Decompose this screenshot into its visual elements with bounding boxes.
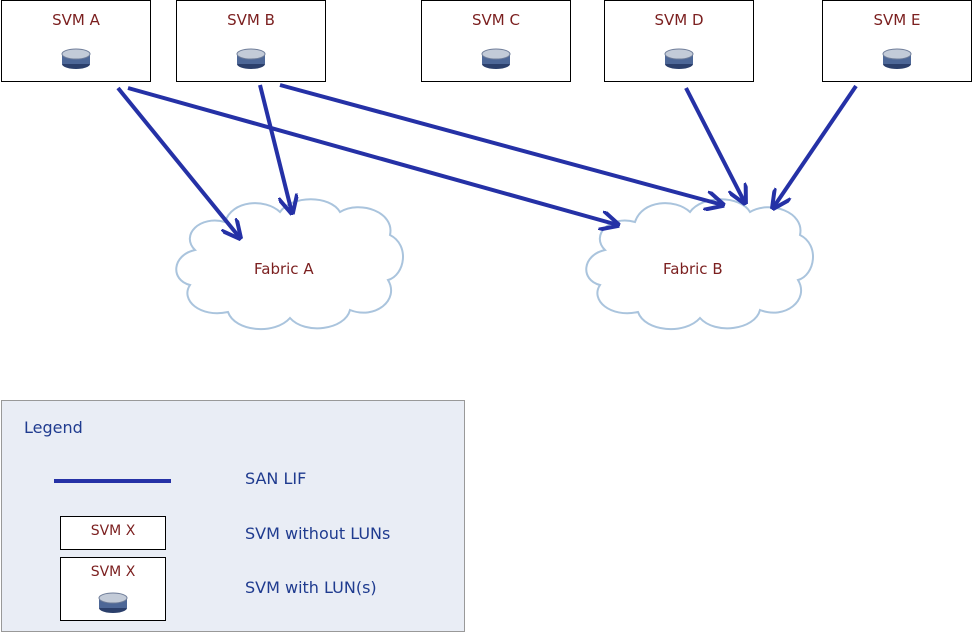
- legend-svm-with-luns-sample: SVM X: [60, 557, 166, 621]
- legend-san-lif-label: SAN LIF: [245, 469, 307, 488]
- svm-d-box[interactable]: SVM D: [604, 0, 754, 82]
- svm-a-box[interactable]: SVM A: [1, 0, 151, 82]
- lun-disk-icon: [481, 48, 511, 69]
- legend-svm-without-luns-sample: SVM X: [60, 516, 166, 550]
- svm-e-box[interactable]: SVM E: [822, 0, 972, 82]
- legend-svm-x-label: SVM X: [90, 523, 136, 539]
- arrow-svm-a-fabric-b: [127, 86, 618, 225]
- legend-svm-without-luns-label: SVM without LUNs: [245, 524, 391, 543]
- arrow-svm-b-fabric-b: [279, 83, 723, 205]
- lun-disk-icon: [882, 48, 912, 69]
- svm-b-box[interactable]: SVM B: [176, 0, 326, 82]
- svm-c-label: SVM C: [472, 11, 520, 29]
- svm-e-label: SVM E: [873, 11, 921, 29]
- legend-panel: Legend SAN LIF SVM X SVM without LUNs SV…: [1, 400, 465, 632]
- lun-disk-icon: [98, 592, 128, 613]
- arrow-svm-b-fabric-a: [258, 84, 292, 213]
- san-lif-line-sample: [54, 479, 171, 483]
- svm-a-label: SVM A: [52, 11, 100, 29]
- san-lif-arrows: [116, 83, 858, 238]
- legend-title: Legend: [24, 418, 83, 437]
- svm-b-label: SVM B: [227, 11, 275, 29]
- svm-c-box[interactable]: SVM C: [421, 0, 571, 82]
- fabric-a-label: Fabric A: [254, 260, 314, 278]
- fabric-b-label: Fabric B: [663, 260, 723, 278]
- arrow-svm-a-fabric-a: [116, 86, 240, 238]
- lun-disk-icon: [664, 48, 694, 69]
- arrow-svm-d-fabric-b: [684, 87, 745, 203]
- arrow-svm-e-fabric-b: [773, 84, 858, 208]
- legend-svm-x-label: SVM X: [90, 564, 136, 580]
- lun-disk-icon: [61, 48, 91, 69]
- svm-d-label: SVM D: [654, 11, 704, 29]
- legend-svm-with-luns-label: SVM with LUN(s): [245, 578, 377, 597]
- lun-disk-icon: [236, 48, 266, 69]
